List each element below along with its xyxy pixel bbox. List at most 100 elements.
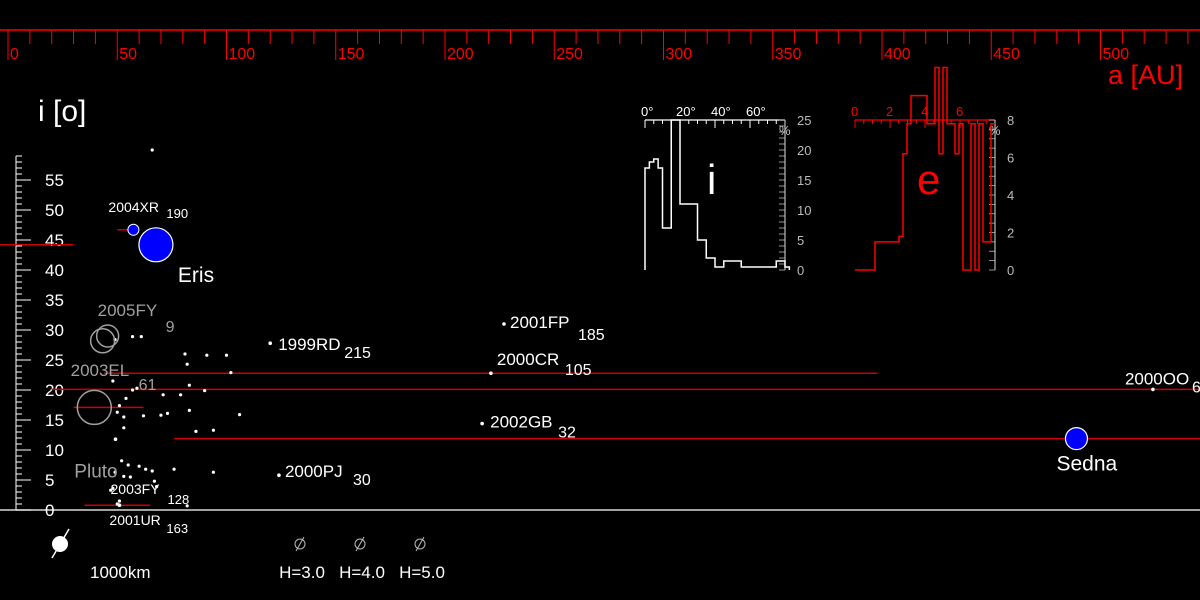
hist-e-y-tick-label: 6 [1007,151,1014,166]
field-point [161,393,165,397]
y-axis-label: i [o] [38,95,86,128]
field-point [185,362,189,366]
legend-magnitude-axis [355,536,365,552]
hist-i-x-tick-label: 40° [711,104,731,119]
field-point [122,415,126,419]
field-point [194,429,198,433]
field-point [117,499,122,503]
i-axis-tick-label: 55 [45,171,64,190]
field-point [203,389,207,393]
object-pluto [76,389,113,426]
a-axis-tick-label: 150 [338,46,365,63]
object-label-2003fy: 2003FY [111,481,161,497]
object-number-2004xr: 190 [166,206,188,221]
object-number-1999rd: 215 [344,345,371,362]
field-point [130,335,135,339]
object-2000cr [489,371,493,376]
i-axis-tick-label: 35 [45,291,64,310]
hist-i-y-tick-label: 15 [797,173,811,188]
field-point [120,459,124,463]
field-point [152,479,156,483]
field-point [179,393,183,397]
legend-label: H=5.0 [399,563,445,582]
object-1999rd [268,341,273,346]
object-number-2002gb: 32 [558,425,576,442]
object-label-2003el: 2003EL [71,361,130,380]
object-number-2001ur: 163 [166,521,188,536]
field-point [150,469,154,473]
field-point [113,470,117,474]
field-point [122,426,126,430]
a-axis-tick-label: 400 [884,46,911,63]
field-point [238,413,242,417]
hist-i-y-tick-label: 0 [797,263,804,278]
field-point [117,404,122,408]
hist-i-x-tick-label: 0° [641,104,653,119]
object-number-2005fy: 9 [166,319,175,336]
a-axis-tick-label: 350 [775,46,802,63]
object-2001ur [117,503,122,508]
object-label-sedna: Sedna [1056,453,1117,476]
field-point [109,488,113,492]
legend-magnitude-axis [415,536,425,552]
hist-i-title: i [707,156,716,203]
object-2002gb [480,421,484,426]
object-2003el [89,328,116,354]
hist-e-unit: % [989,123,1001,138]
object-label-eris: Eris [178,264,214,287]
a-axis-tick-label: 300 [666,46,693,63]
object-number-2003fy: 128 [168,492,190,507]
field-point [124,396,128,400]
legend-label: H=4.0 [339,563,385,582]
field-point [115,410,119,414]
field-point [137,464,141,468]
hist-i-y-tick-label: 20 [797,143,811,158]
legend-magnitude-axis [295,536,305,552]
object-2005fy [95,324,120,348]
object-label-2001ur: 2001UR [109,512,160,528]
legend-magnitude-mark [414,538,426,550]
i-axis-tick-label: 15 [45,411,64,430]
field-point [187,383,191,387]
i-axis-tick-label: 20 [45,381,64,400]
object-number-2000cr: 105 [565,362,592,379]
a-axis-tick-label: 450 [993,46,1020,63]
field-point [229,371,233,375]
object-label-2002gb: 2002GB [490,413,552,432]
legend-magnitude-mark [294,538,306,550]
field-point [211,428,215,432]
field-point [111,379,115,383]
field-point [165,411,170,415]
field-point [183,352,187,356]
hist-e-y-tick-label: 2 [1007,226,1014,241]
object-2000pj [277,473,281,478]
legend-label: 1000km [90,563,150,582]
i-axis-tick-label: 30 [45,321,64,340]
field-point [141,414,146,418]
field-point [135,386,139,390]
object-2003fy [113,437,118,442]
a-axis-tick-label: 200 [447,46,474,63]
field-point [185,504,189,508]
hist-e-x-tick-label: 4 [921,104,928,119]
object-label-2005fy: 2005FY [98,301,158,320]
object-label-2001fp: 2001FP [510,313,570,332]
hist-i-unit: % [779,123,791,138]
hist-i-x-tick-label: 20° [676,104,696,119]
object-sedna [1064,427,1089,451]
field-point [130,388,135,392]
field-point [172,467,176,471]
field-point [111,486,115,490]
i-axis-tick-label: 0 [45,501,54,520]
field-point [126,463,130,467]
hist-i-y-tick-label: 10 [797,203,811,218]
field-points [109,148,242,508]
a-axis-tick-label: 500 [1103,46,1130,63]
object-label-1999rd: 1999RD [278,335,340,354]
object-2001fp [502,322,506,326]
